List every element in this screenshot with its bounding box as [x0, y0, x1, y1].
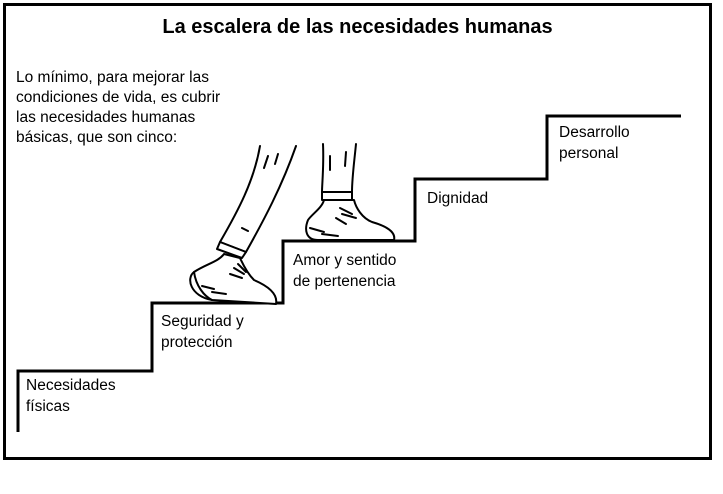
step-label-dignidad: Dignidad	[427, 188, 488, 209]
step-label-line: Desarrollo	[559, 124, 630, 141]
step-label-line: Necesidades	[26, 377, 116, 394]
step-label-line: Dignidad	[427, 190, 489, 207]
step-label-seguridad: Seguridad y protección	[161, 311, 244, 353]
diagram-title: La escalera de las necesidades humanas	[162, 16, 553, 38]
staircase-line	[16, 114, 681, 432]
step-label-line: protección	[161, 334, 233, 351]
intro-line: básicas, que son cinco:	[16, 129, 178, 146]
intro-line: condiciones de vida, es cubrir	[16, 89, 221, 106]
intro-line: las necesidades humanas	[16, 109, 196, 126]
step-label-line: de pertenencia	[293, 273, 396, 290]
intro-text: Lo mínimo, para mejorar las condiciones …	[16, 68, 246, 148]
walking-legs-icon	[189, 143, 396, 305]
staircase-illustration	[16, 114, 681, 432]
step-label-desarrollo: Desarrollo personal	[559, 122, 630, 164]
step-label-line: Amor y sentido	[293, 252, 397, 269]
diagram-frame: La escalera de las necesidades humanas L…	[3, 3, 712, 460]
step-label-line: personal	[559, 145, 619, 162]
step-label-amor: Amor y sentido de pertenencia	[293, 250, 396, 292]
step-label-line: físicas	[26, 398, 70, 415]
step-label-line: Seguridad y	[161, 313, 244, 330]
step-label-necesidades-fisicas: Necesidades físicas	[26, 375, 116, 417]
intro-line: Lo mínimo, para mejorar las	[16, 69, 209, 86]
